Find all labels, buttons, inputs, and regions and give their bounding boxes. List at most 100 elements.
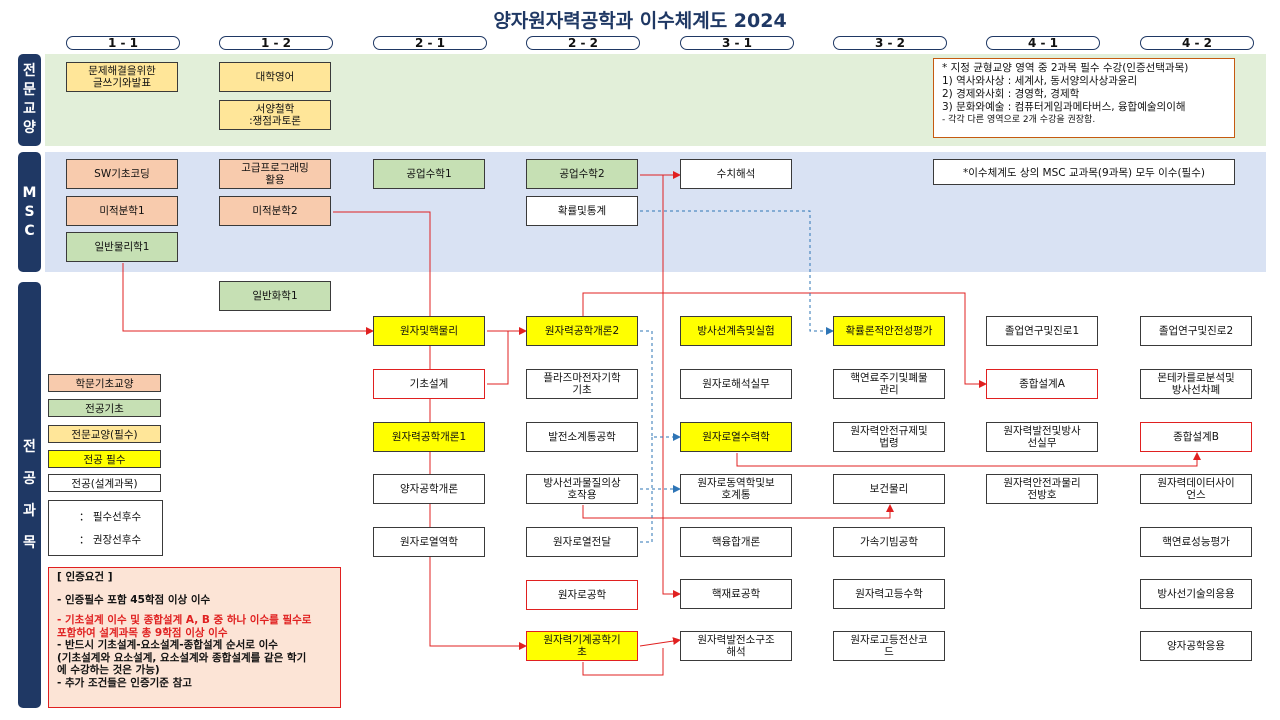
course-accelerator[interactable]: 가속기빔공학 xyxy=(833,527,945,557)
arrow-heat-to-thermal xyxy=(640,437,653,543)
course-calc1[interactable]: 미적분학1 xyxy=(66,196,178,226)
req-line1: - 인증필수 포함 45학점 이상 이수 xyxy=(57,593,211,606)
course-reactor-analysis[interactable]: 원자로해석실무 xyxy=(680,369,792,399)
req-line4: - 추가 조건들은 인증기준 참고 xyxy=(57,676,192,689)
side-char: 과 xyxy=(23,503,36,519)
course-nuc-intro1[interactable]: 원자력공학개론1 xyxy=(373,422,485,452)
course-health-physics[interactable]: 보건물리 xyxy=(833,474,945,504)
arrow-thermal-to-designB xyxy=(736,452,1201,467)
course-thermodynamics[interactable]: 원자로열역학 xyxy=(373,527,485,557)
legend-required-arrow: ： 필수선후수 xyxy=(79,510,142,523)
side-label-general: 전 문 교 양 xyxy=(18,54,41,146)
course-basic-design[interactable]: 기초설계 xyxy=(373,369,485,399)
note-line: 2) 경제와사회 : 경영학, 경제학 xyxy=(942,88,1080,100)
course-radiation-measure[interactable]: 방사선계측및실험 xyxy=(680,316,792,346)
course-philosophy[interactable]: 서양철학:쟁점과토론 xyxy=(219,100,331,130)
side-char: 전 xyxy=(23,63,36,79)
certification-requirements: [ 인증요건 ] - 인증필수 포함 45학점 이상 이수 - 기초설계 이수 … xyxy=(48,567,341,708)
side-char: 양 xyxy=(23,120,36,136)
course-physics1[interactable]: 일반물리학1 xyxy=(66,232,178,262)
course-quantum-intro[interactable]: 양자공학개론 xyxy=(373,474,485,504)
semester-header-3-1: 3 - 1 xyxy=(680,36,794,50)
semester-header-2-1: 2 - 1 xyxy=(373,36,487,50)
course-eng-math1[interactable]: 공업수학1 xyxy=(373,159,485,189)
arrow-mechanics-loop xyxy=(582,648,664,676)
msc-note: *이수체계도 상의 MSC 교과목(9과목) 모두 이수(필수) xyxy=(933,159,1235,185)
general-note: * 지정 균형교양 영역 중 2과목 필수 수강(인증선택과목) 1) 역사와사… xyxy=(933,58,1235,138)
course-sw-coding[interactable]: SW기초코딩 xyxy=(66,159,178,189)
legend-major-basic: 전공기초 xyxy=(48,399,161,417)
side-char: 공 xyxy=(23,471,36,487)
side-label-major: 전 공 과 목 xyxy=(18,282,41,708)
side-char: 전 xyxy=(23,439,36,455)
arrow-design-to-intro2 xyxy=(487,331,509,385)
side-char: C xyxy=(24,222,35,239)
note-line: - 각각 다른 영역으로 2개 수강을 권장함. xyxy=(942,115,1096,125)
course-nuclear-materials[interactable]: 핵재료공학 xyxy=(680,579,792,609)
course-numerical[interactable]: 수치해석 xyxy=(680,159,792,189)
course-prob-safety[interactable]: 확률론적안전성평가 xyxy=(833,316,945,346)
side-char: 목 xyxy=(23,535,36,551)
side-char: M xyxy=(22,184,37,201)
course-chemistry1[interactable]: 일반화학1 xyxy=(219,281,331,311)
course-advanced-math[interactable]: 원자력고등수학 xyxy=(833,579,945,609)
side-label-msc: M S C xyxy=(18,152,41,272)
note-line: 3) 문화와예술 : 컴퓨터게임과메타버스, 융합예술의이해 xyxy=(942,101,1186,113)
legend-foundation: 학문기초교양 xyxy=(48,374,161,392)
course-calc2[interactable]: 미적분학2 xyxy=(219,196,331,226)
course-thermal-hydraulics[interactable]: 원자로열수력학 xyxy=(680,422,792,452)
legend-design: 전공(설계과목) xyxy=(48,474,161,492)
course-eng-math2[interactable]: 공업수학2 xyxy=(526,159,638,189)
semester-header-1-1: 1 - 1 xyxy=(66,36,180,50)
course-capstone-prep1[interactable]: 졸업연구및진로1 xyxy=(986,316,1098,346)
course-capstone-prep2[interactable]: 졸업연구및진로2 xyxy=(1140,316,1252,346)
semester-header-2-2: 2 - 2 xyxy=(526,36,640,50)
course-quantum-application[interactable]: 양자공학응용 xyxy=(1140,631,1252,661)
note-line: 1) 역사와사상 : 세계사, 동서양의사상과윤리 xyxy=(942,75,1138,87)
arrow-matter-to-health xyxy=(582,504,894,519)
course-english[interactable]: 대학영어 xyxy=(219,62,331,92)
semester-header-4-1: 4 - 1 xyxy=(986,36,1100,50)
course-heat-transfer[interactable]: 원자로열전달 xyxy=(526,527,638,557)
semester-header-1-2: 1 - 2 xyxy=(219,36,333,50)
note-line: * 지정 균형교양 영역 중 2과목 필수 수강(인증선택과목) xyxy=(942,62,1189,74)
arrow-math2-to-materials xyxy=(662,175,681,598)
side-char: 교 xyxy=(23,101,36,117)
course-probability[interactable]: 확률및통계 xyxy=(526,196,638,226)
arrow-prob-to-safety xyxy=(640,210,834,335)
course-nuc-intro2[interactable]: 원자력공학개론2 xyxy=(526,316,638,346)
course-fuel-performance[interactable]: 핵연료성능평가 xyxy=(1140,527,1252,557)
course-fusion[interactable]: 핵융합개론 xyxy=(680,527,792,557)
semester-header-4-2: 4 - 2 xyxy=(1140,36,1254,50)
legend-recommended-arrow: ： 권장선후수 xyxy=(79,533,142,546)
semester-header-3-2: 3 - 2 xyxy=(833,36,947,50)
arrow-legend: ： 필수선후수 ： 권장선후수 xyxy=(48,500,163,556)
side-char: S xyxy=(24,203,35,220)
side-char: 문 xyxy=(23,82,36,98)
course-design-b[interactable]: 종합설계B xyxy=(1140,422,1252,452)
course-design-a[interactable]: 종합설계A xyxy=(986,369,1098,399)
course-power-system[interactable]: 발전소계통공학 xyxy=(526,422,638,452)
arrow-mechanics-to-structural xyxy=(639,637,681,647)
arrow-intro2-to-designA xyxy=(582,292,987,388)
course-atomic-nuclear[interactable]: 원자및핵물리 xyxy=(373,316,485,346)
course-reactor-engineering[interactable]: 원자로공학 xyxy=(526,580,638,610)
legend-major-required: 전공 필수 xyxy=(48,450,161,468)
course-radiation-application[interactable]: 방사선기술의응용 xyxy=(1140,579,1252,609)
legend-required-general: 전문교양(필수) xyxy=(48,425,161,443)
